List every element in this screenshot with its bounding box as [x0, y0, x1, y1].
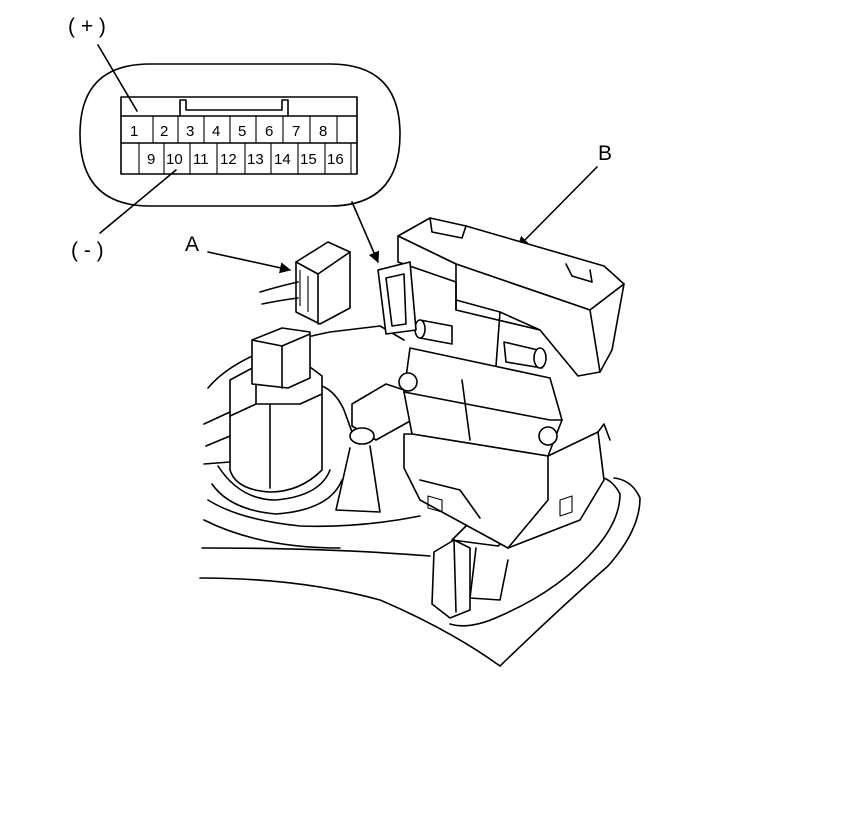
- pin-16: 16: [327, 151, 344, 168]
- unit-b-label: B: [598, 142, 612, 165]
- connector-a-plug: [259, 241, 351, 325]
- connector-zoom-bubble: [79, 63, 401, 264]
- unit-b-leader-line: [517, 166, 598, 248]
- pin-10: 10: [166, 151, 183, 168]
- pin-14: 14: [274, 151, 291, 168]
- pin-1: 1: [130, 123, 138, 140]
- connector-a-leader-line: [207, 251, 292, 274]
- negative-terminal-label: ( - ): [71, 239, 104, 262]
- zoom-pointer-arrow: [351, 201, 380, 264]
- pin-6: 6: [265, 123, 273, 140]
- pin-3: 3: [186, 123, 194, 140]
- negative-leader-line: [99, 169, 177, 234]
- pin-11: 11: [193, 151, 209, 168]
- connector-a-label: A: [185, 233, 199, 256]
- console-base: [199, 325, 641, 667]
- pin-5: 5: [238, 123, 246, 140]
- pin-15: 15: [300, 151, 317, 168]
- pin-8: 8: [319, 123, 327, 140]
- pin-4: 4: [212, 123, 220, 140]
- cylinder-assembly: [203, 327, 353, 515]
- pin-2: 2: [160, 123, 168, 140]
- pin-12: 12: [220, 151, 237, 168]
- connector-face: 1 2 3 4 5 6 7 8 9 10 11 12 13 14 15 16: [120, 96, 358, 175]
- pin-13: 13: [247, 151, 264, 168]
- positive-leader-line: [97, 44, 138, 112]
- pin-7: 7: [292, 123, 300, 140]
- pin-9: 9: [147, 151, 155, 168]
- positive-terminal-label: ( + ): [68, 15, 106, 38]
- unit-b-housing: [377, 217, 625, 549]
